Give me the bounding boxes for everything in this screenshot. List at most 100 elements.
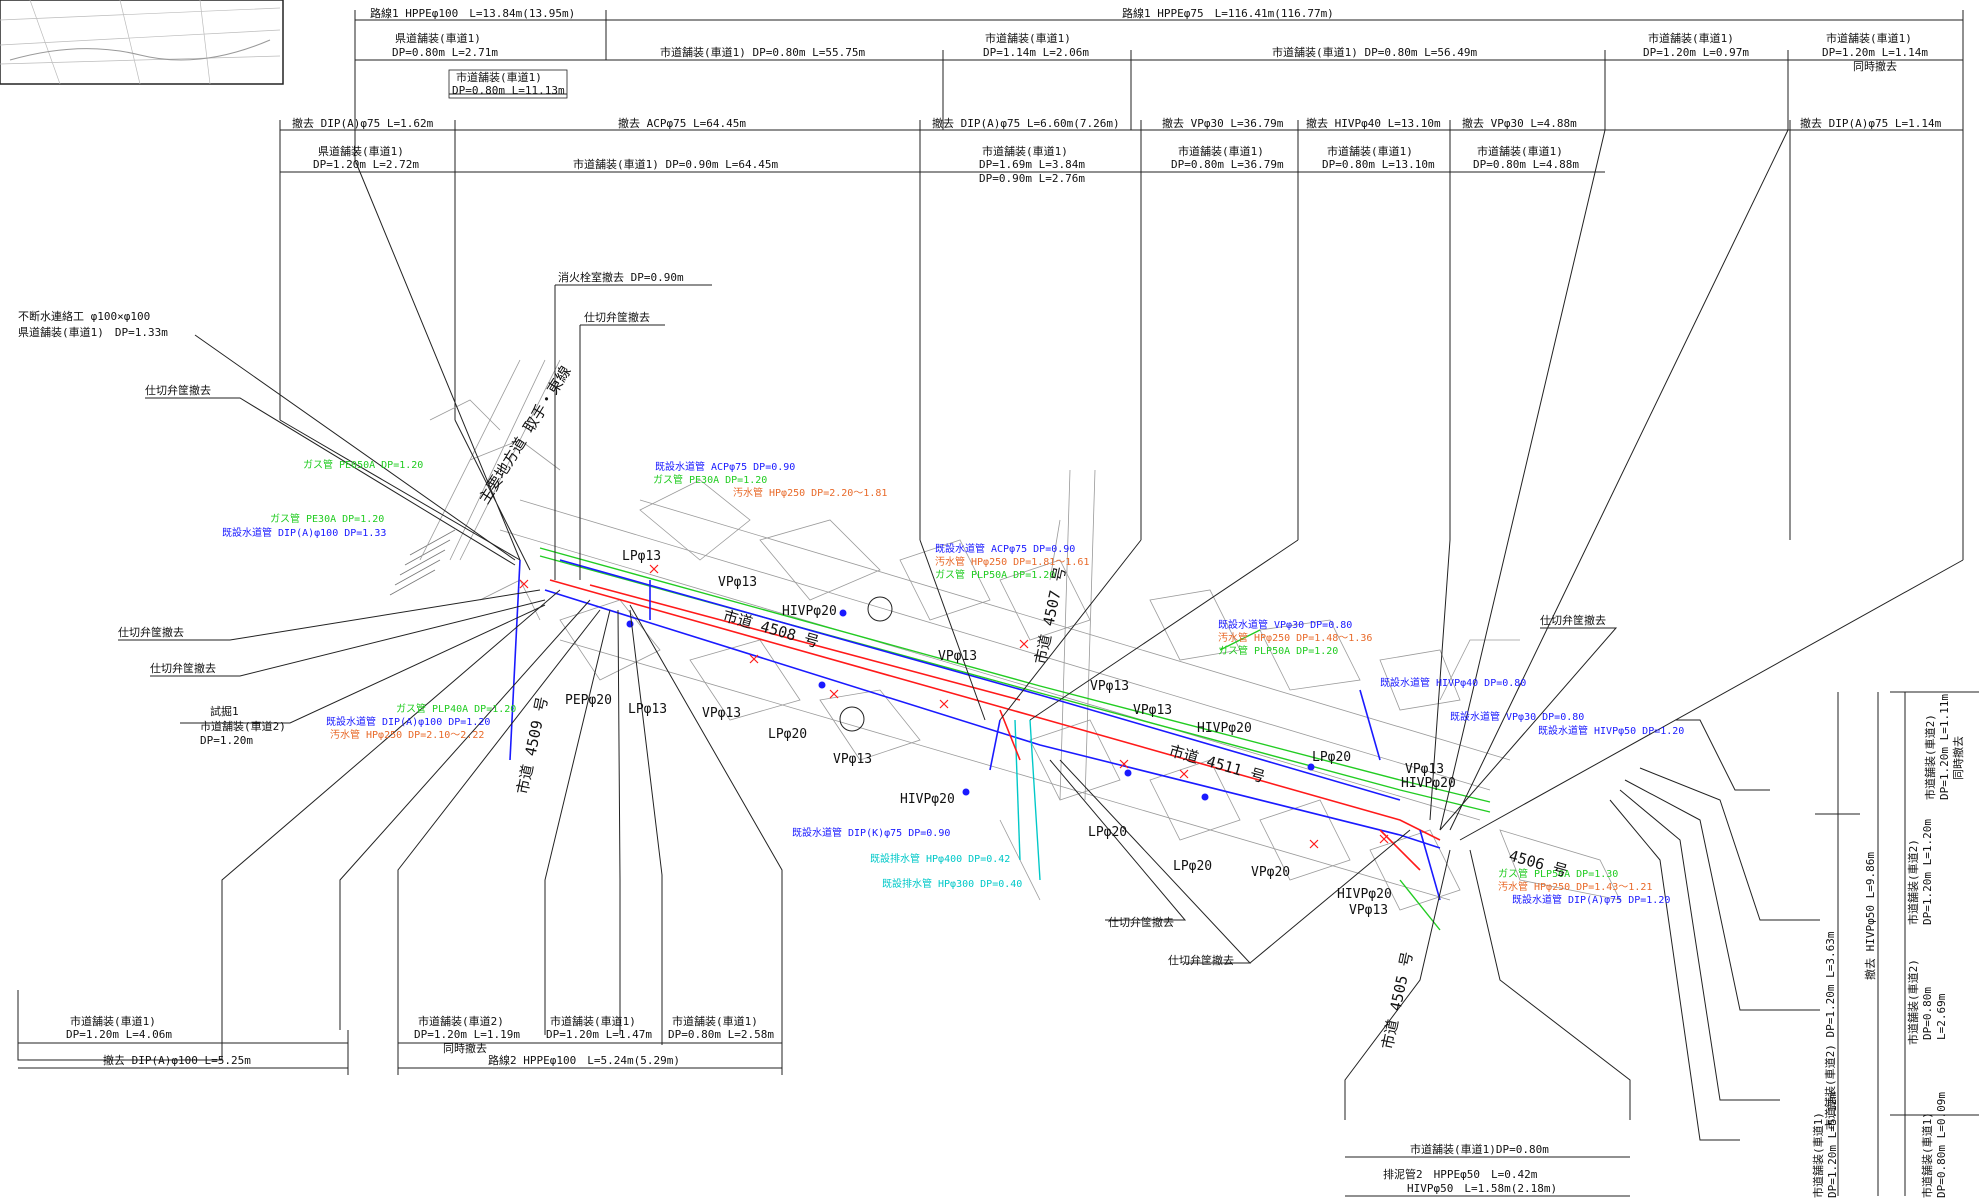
test-pit-callout: 試掘1 — [210, 704, 239, 718]
pv-shi-g-label: 市道舗装(車道1) DP=0.90m L=64.45m — [573, 157, 778, 171]
drain-hp300-label: 既設排水管 HPφ300 DP=0.40 — [882, 877, 1022, 890]
pv-shi-d-dp: DP=1.20m L=0.97m — [1643, 46, 1749, 59]
water-acp75-label: 既設水道管 ACPφ75 DP=0.90 — [655, 460, 795, 473]
sewer-hp250a-label: 汚水管 HPφ250 DP=2.20～1.81 — [733, 486, 887, 499]
right-v5b-label: DP=1.20m L=1.20m — [1921, 819, 1934, 925]
hydrant-callout: 消火栓室撤去 DP=0.90m — [558, 270, 684, 284]
pv-shi-b-label: 市道舗装(車道1) — [985, 31, 1071, 45]
pv-d-dp: DP=0.80m L=2.58m — [668, 1028, 774, 1041]
service-hivp20-d: HIVPφ20 — [1337, 887, 1392, 902]
right-v3b-label: DP=1.20m L=5.12m — [1826, 1092, 1839, 1198]
pv-ken1-dp: DP=0.80m L=2.71m — [392, 46, 498, 59]
pv-a-dp: DP=1.20m L=4.06m — [66, 1028, 172, 1041]
right-v6b-label: DP=1.20m L=1.11m — [1938, 694, 1951, 800]
leader-lines — [17, 129, 1964, 1141]
right-v4-label: 市道舗装(車道2) — [1906, 959, 1920, 1045]
test-pit-dp: DP=1.20m — [200, 734, 253, 747]
pv-c-dp: DP=1.20m L=1.47m — [546, 1028, 652, 1041]
pv-shi-k-label: 市道舗装(車道1) — [1477, 144, 1563, 158]
pv-b-dp: DP=1.20m L=1.19m — [414, 1028, 520, 1041]
gas-pe50-label: ガス管 PE050A DP=1.20 — [303, 458, 423, 471]
service-vp13-b: VPφ13 — [938, 649, 977, 664]
rm-dip100-label: 撤去 DIP(A)φ100 L=5.25m — [103, 1053, 251, 1067]
gas-plp50b-label: ガス管 PLP50A DP=1.20 — [1218, 644, 1338, 657]
pv-shi-c-label: 市道舗装(車道1) DP=0.80m L=56.49m — [1272, 45, 1477, 59]
pv-ken2-label: 県道舗装(車道1) — [318, 144, 404, 158]
inset-map — [0, 0, 284, 85]
right-v4b-label: DP=0.80m — [1921, 987, 1934, 1040]
right-v7-label: 市道舗装(車道1) — [1920, 1112, 1934, 1198]
water-acp75b-label: 既設水道管 ACPφ75 DP=0.90 — [935, 542, 1075, 555]
service-hivp20-b: HIVPφ20 — [900, 792, 955, 807]
water-vp30b-label: 既設水道管 VPφ30 DP=0.80 — [1450, 710, 1584, 723]
gas-pe30-label: ガス管 PE30A DP=1.20 — [270, 512, 384, 525]
drain-hp400-label: 既設排水管 HPφ400 DP=0.42 — [870, 852, 1010, 865]
pv-shi-k-dp: DP=0.80m L=4.88m — [1473, 158, 1579, 171]
road-4509-label: 市道 4509 号 — [513, 695, 551, 796]
service-labels: LPφ13 VPφ13 HIVPφ20 VPφ13 PEPφ20 LPφ13 V… — [565, 549, 1456, 918]
gas-plp40-label: ガス管 PLP40A DP=1.20 — [396, 702, 516, 715]
water-dip100b-label: 既設水道管 DIP(A)φ100 DP=1.20 — [326, 715, 490, 728]
pv-shi-b-dp: DP=1.14m L=2.06m — [983, 46, 1089, 59]
gas-pe30b-label: ガス管 PE30A DP=1.20 — [653, 473, 767, 486]
water-vp30-label: 既設水道管 VPφ30 DP=0.80 — [1218, 618, 1352, 631]
rm-dip75b-label: 撤去 DIP(A)φ75 L=6.60m(7.26m) — [932, 116, 1120, 130]
drain2b-label: HIVPφ50 L=1.58m(2.18m) — [1407, 1182, 1557, 1195]
route2-label: 路線2 HPPEφ100 L=5.24m(5.29m) — [488, 1053, 680, 1067]
service-lp13-b: LPφ13 — [628, 702, 667, 717]
service-pep20: PEPφ20 — [565, 693, 612, 708]
valve-callout-1: 仕切弁筐撤去 — [584, 310, 650, 324]
service-lp20-d: LPφ20 — [1312, 750, 1351, 765]
rm-acp75-label: 撤去 ACPφ75 L=64.45m — [618, 116, 746, 130]
service-lp20-b: LPφ20 — [1088, 825, 1127, 840]
right-v6c-label: 同時撤去 — [1951, 736, 1965, 780]
water-dip75d-label: 既設水道管 DIP(A)φ75 DP=1.20 — [1512, 893, 1670, 906]
water-hivp40-label: 既設水道管 HIVPφ40 DP=0.80 — [1380, 676, 1526, 689]
right-v2-label: 撤去 HIVPφ50 L=9.86m — [1863, 852, 1877, 980]
tap-conn-pv: 県道舗装(車道1) DP=1.33m — [18, 325, 168, 339]
pv-b-label: 市道舗装(車道2) — [418, 1014, 504, 1028]
right-v5-label: 市道舗装(車道2) — [1906, 839, 1920, 925]
water-dip100-label: 既設水道管 DIP(A)φ100 DP=1.33 — [222, 526, 386, 539]
pv-d-label: 市道舗装(車道1) — [672, 1014, 758, 1028]
service-vp13-d: VPφ13 — [833, 752, 872, 767]
pv-b-note: 同時撤去 — [443, 1041, 487, 1055]
service-vp20: VPφ20 — [1251, 865, 1290, 880]
pv-c-label: 市道舗装(車道1) — [550, 1014, 636, 1028]
route1-hppe100-label: 路線1 HPPEφ100 L=13.84m(13.95m) — [370, 6, 575, 20]
pv-shi-i-label: 市道舗装(車道1) — [1178, 144, 1264, 158]
right-v3-label: 市道舗装(車道1) — [1811, 1112, 1825, 1198]
right-dimensions: 市道舗装(車道2) DP=1.20m L=3.63m 撤去 HIVPφ50 L=… — [1811, 691, 1979, 1198]
rm-vp30b-label: 撤去 VPφ30 L=4.88m — [1462, 116, 1577, 130]
pv-shi-a-label: 市道舗装(車道1) DP=0.80m L=55.75m — [660, 45, 865, 59]
sewer-hp250c-label: 汚水管 HPφ250 DP=1.48～1.36 — [1218, 631, 1372, 644]
gas-plp50c-label: ガス管 PLP50A DP=1.30 — [1498, 867, 1618, 880]
street-blocks — [389, 359, 1621, 911]
pv-shi-e-label: 市道舗装(車道1) — [1826, 31, 1912, 45]
pv-shi-h-dp1: DP=1.69m L=3.84m — [979, 158, 1085, 171]
water-dipk75-label: 既設水道管 DIP(K)φ75 DP=0.90 — [792, 826, 950, 839]
sewer-hp250d-label: 汚水管 HPφ250 DP=2.10～2.22 — [330, 728, 484, 741]
sewer-hp250e-label: 汚水管 HPφ250 DP=1.43～1.21 — [1498, 880, 1652, 893]
valve-callout-3: 仕切弁筐撤去 — [118, 625, 184, 639]
pv-shi-f-label: 市道舗装(車道1) — [456, 70, 542, 84]
pv-shi-i-dp: DP=0.80m L=36.79m — [1171, 158, 1284, 171]
water-hivp50-label: 既設水道管 HIVPφ50 DP=1.20 — [1538, 724, 1684, 737]
road-pref-label: 主要地方道 取手・東線 — [475, 363, 575, 507]
pv-a-label: 市道舗装(車道1) — [70, 1014, 156, 1028]
right-v6-label: 市道舗装(車道2) — [1923, 714, 1937, 800]
pv-ken1-label: 県道舗装(車道1) — [395, 31, 481, 45]
drain2a-label: 排泥管2 HPPEφ50 L=0.42m — [1383, 1167, 1538, 1181]
service-hivp20-c: HIVPφ20 — [1197, 721, 1252, 736]
service-vp13-c: VPφ13 — [702, 706, 741, 721]
bottom-dimensions: 市道舗装(車道1) DP=1.20m L=4.06m 撤去 DIP(A)φ100… — [18, 1014, 1630, 1197]
valve-callout-5: 仕切弁筐撤去 — [1540, 613, 1606, 627]
right-v7b-label: DP=0.80m L=0.09m — [1935, 1092, 1948, 1198]
pv-shi-e-dp: DP=1.20m L=1.14m — [1822, 46, 1928, 59]
right-v4c-label: L=2.69m — [1935, 993, 1948, 1040]
pv-ken2-dp: DP=1.20m L=2.72m — [313, 158, 419, 171]
rm-vp30a-label: 撤去 VPφ30 L=36.79m — [1162, 116, 1284, 130]
top-dimensions: 路線1 HPPEφ100 L=13.84m(13.95m) 路線1 HPPEφ7… — [279, 6, 1964, 560]
pv-shi-d-label: 市道舗装(車道1) — [1648, 31, 1734, 45]
